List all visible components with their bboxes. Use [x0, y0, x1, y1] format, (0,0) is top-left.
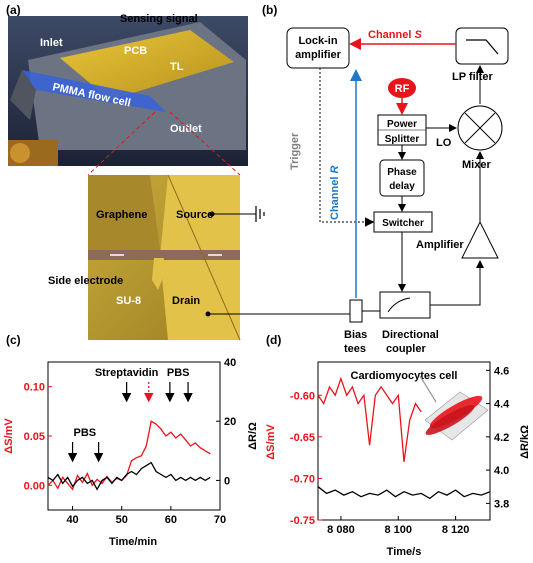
panel-c-label: (c)	[6, 333, 21, 347]
x-tick-label: 8 100	[385, 524, 413, 536]
power-splitter-label-2: Splitter	[385, 134, 420, 145]
annotation-label: Streptavidin	[95, 367, 159, 379]
su8-label: SU-8	[116, 295, 141, 307]
lp-filter-label: LP filter	[452, 71, 493, 83]
panel-b: (b) Lock-in amplifier LP filter Channel …	[262, 3, 509, 355]
cardiomyocyte-illustration	[419, 375, 489, 441]
bias-tees-label-1: Bias	[344, 329, 367, 341]
y-right-tick-label: 4.4	[494, 399, 510, 411]
tl-label: TL	[170, 61, 184, 73]
amplifier-label: Amplifier	[416, 239, 464, 251]
ground-icon	[255, 206, 265, 222]
plot-c-ylabel-left: ΔS/mV	[3, 418, 15, 454]
lo-label: LO	[436, 137, 452, 149]
lowpass-icon	[466, 39, 499, 55]
y-right-tick-label: 3.8	[494, 498, 509, 510]
rf-label: RF	[395, 83, 410, 95]
y-left-tick-label: -0.60	[290, 390, 315, 402]
plot-d-ylabel-left: ΔS/mV	[265, 424, 277, 460]
zoom-guide-left	[87, 111, 156, 176]
panel-a-label: (a)	[6, 3, 21, 17]
y-left-tick-label: 0.00	[24, 480, 45, 492]
plot-d-xlabel: Time/s	[387, 546, 422, 558]
coupler-box	[379, 291, 431, 319]
power-splitter-label-1: Power	[387, 119, 417, 130]
rf-source-icon	[388, 78, 416, 98]
channel-s-label: Channel S	[368, 29, 422, 41]
trigger-line	[319, 68, 375, 227]
drain-label: Drain	[172, 295, 200, 307]
inlet-label: Inlet	[40, 37, 63, 49]
phase-delay-label-1: Phase	[387, 167, 417, 178]
micrograph	[88, 174, 241, 341]
panel-d-label: (d)	[266, 333, 281, 347]
channel-r-label: Channel R	[329, 166, 341, 220]
series-line-right	[47, 461, 211, 491]
y-right-tick-label: 20	[224, 416, 236, 428]
y-left-tick-label: 0.10	[24, 382, 45, 394]
lockin-box	[286, 27, 350, 69]
device-photo	[8, 16, 248, 166]
x-tick-label: 40	[66, 514, 78, 526]
plot-d-title: Cardiomyocytes cell	[351, 370, 458, 382]
outlet-label: Outlet	[170, 123, 202, 135]
y-left-tick-label: -0.65	[290, 432, 315, 444]
y-right-tick-label: 40	[224, 357, 236, 369]
y-right-tick-label: 0	[224, 475, 230, 487]
phase-delay-label-2: delay	[389, 181, 415, 192]
x-tick-label: 8 080	[327, 524, 355, 536]
lp-filter-box	[455, 27, 509, 65]
annotation-label: PBS	[167, 367, 190, 379]
x-tick-label: 60	[165, 514, 177, 526]
y-left-tick-label: 0.05	[24, 431, 45, 443]
plot-d-ylabel-right: ΔR/kΩ	[519, 425, 531, 459]
coupler-label-1: Directional	[382, 329, 439, 341]
switcher-label: Switcher	[382, 218, 424, 229]
bias-tees-label-2: tees	[344, 343, 366, 355]
coupler-to-amp-wire	[430, 260, 484, 306]
y-right-tick-label: 4.6	[494, 365, 509, 377]
panel-d: (d) 8 080 8 100 8 120 -0.60 -0.65 -0.70 -0.75 3…	[265, 333, 531, 558]
y-right-tick-label: 4.0	[494, 465, 509, 477]
x-tick-label: 50	[116, 514, 128, 526]
y-right-tick-label: 4.2	[494, 432, 509, 444]
trigger-label: Trigger	[289, 132, 301, 170]
zoom-guide-right	[169, 111, 241, 176]
lockin-label-2: amplifier	[295, 49, 342, 61]
plot-d-marks	[317, 376, 491, 500]
y-left-tick-label: -0.75	[290, 515, 315, 527]
coupler-label-2: coupler	[386, 343, 426, 355]
lockin-label-1: Lock-in	[298, 35, 337, 47]
sensing-signal-label: Sensing signal	[120, 13, 198, 25]
amplifier-icon	[461, 220, 499, 259]
plot-c-ticks: 40 50 60 70 0.00 0.05 0.10 0 20 40	[24, 357, 237, 526]
graphene-label: Graphene	[96, 209, 147, 221]
bias-tee-box	[349, 299, 363, 323]
panel-a: (a) Sensing signal Inlet PCB TL PMMA flo…	[6, 3, 352, 341]
side-electrode-label: Side electrode	[48, 275, 123, 287]
panel-c: (c) 40 50 60 70 0.00 0.05 0.10 0 20 40 Time/min Δ…	[3, 333, 259, 548]
series-line-right	[317, 486, 491, 500]
mixer-label: Mixer	[462, 159, 491, 171]
plot-d-frame	[317, 361, 491, 521]
panel-b-label: (b)	[262, 3, 277, 17]
x-tick-label: 70	[214, 514, 226, 526]
y-left-tick-label: -0.70	[290, 473, 315, 485]
plot-d-ticks: 8 080 8 100 8 120 -0.60 -0.65 -0.70 -0.75 3.8 4.…	[290, 365, 510, 536]
plot-c-xlabel: Time/min	[109, 536, 157, 548]
plot-c-marks	[47, 420, 211, 491]
x-tick-label: 8 120	[442, 524, 470, 536]
plot-c-ylabel-right: ΔR/Ω	[247, 422, 259, 450]
annotation-label: PBS	[74, 427, 97, 439]
series-line-left	[317, 376, 422, 462]
source-label: Source	[176, 209, 213, 221]
pcb-label: PCB	[124, 45, 147, 57]
